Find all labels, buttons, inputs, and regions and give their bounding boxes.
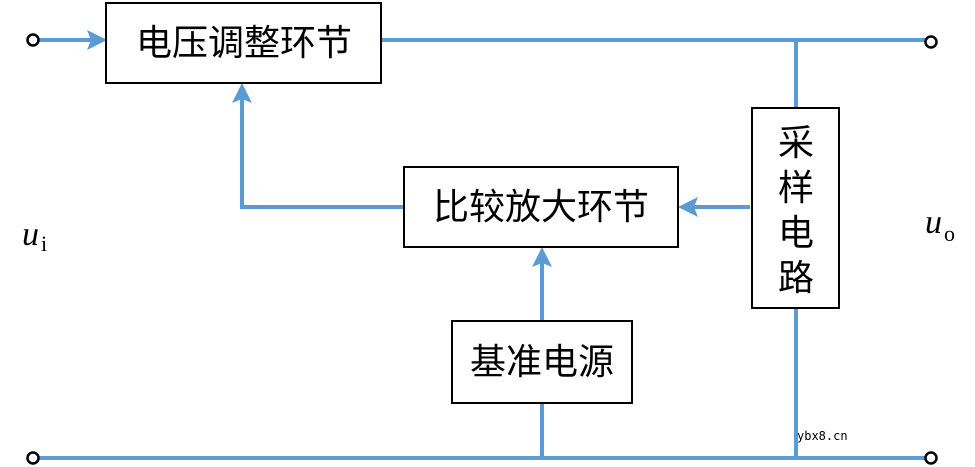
arrow-to-comparator-left [678,197,698,217]
sampling-circuit-block: 采 样 电 路 [751,107,840,309]
comparator-amplifier-label: 比较放大环节 [433,187,649,228]
wire-comparator-to-regulator [240,96,404,209]
sampling-circuit-char-2: 样 [778,168,814,209]
input-terminal-bottom [26,451,40,465]
sampling-circuit-char-3: 电 [778,213,814,254]
input-voltage-subscript: i [41,231,47,256]
output-terminal-top [924,35,938,49]
input-voltage-symbol: u [22,216,39,253]
arrow-to-regulator-up [232,83,252,103]
input-terminal-top [26,33,40,47]
reference-source-block: 基准电源 [451,320,633,404]
voltage-regulator-label: 电压调整环节 [136,23,352,64]
sampling-circuit-char-1: 采 [778,123,814,164]
output-terminal-bottom [924,451,938,465]
output-voltage-symbol: u [925,204,942,241]
output-voltage-subscript: o [944,221,955,246]
voltage-regulator-block: 电压调整环节 [105,2,382,84]
output-voltage-label: u o [925,204,955,246]
arrow-reference-to-comparator-up [532,247,552,267]
watermark: ybx8.cn [797,429,848,443]
arrow-input-to-regulator [87,30,107,50]
sampling-circuit-char-4: 路 [778,258,814,299]
comparator-amplifier-block: 比较放大环节 [403,166,679,248]
input-voltage-label: u i [22,216,47,256]
reference-source-label: 基准电源 [470,342,614,383]
